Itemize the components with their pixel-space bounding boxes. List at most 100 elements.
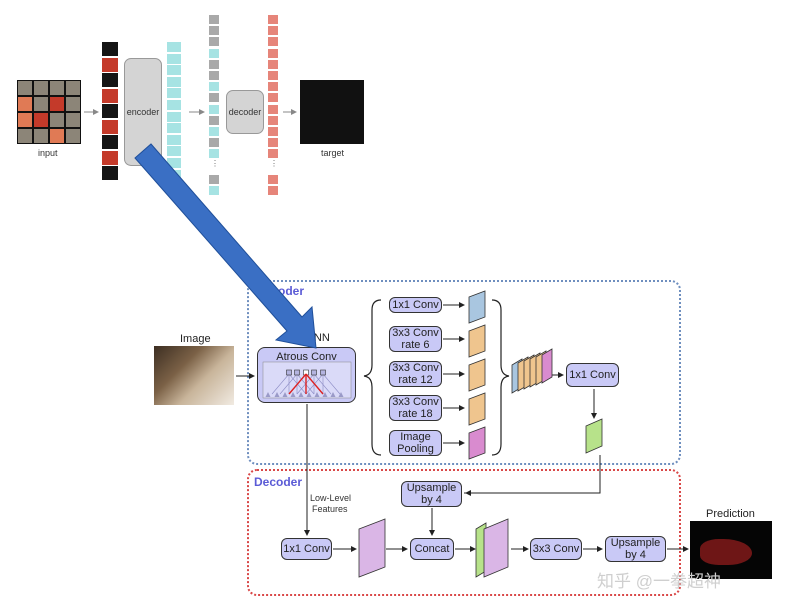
prediction-map <box>690 521 772 579</box>
upsample-second-line1: Upsample <box>610 537 661 549</box>
atrous-input-node <box>322 392 328 397</box>
branch-label-line: 3x3 Conv <box>392 362 439 374</box>
mixed-token <box>209 174 219 184</box>
atrous-input-node <box>274 392 280 397</box>
output-token <box>268 174 278 184</box>
mixed-token <box>209 15 219 24</box>
atrous-plane <box>262 361 352 399</box>
feature-map-rate18 <box>468 392 486 426</box>
patch-tile <box>102 150 118 165</box>
atrous-output-node <box>286 369 292 376</box>
input-patch <box>50 113 64 127</box>
patch-tile <box>102 166 118 180</box>
prediction-segment <box>700 539 752 565</box>
encoded-token <box>167 76 181 87</box>
atrous-input-node <box>330 392 336 397</box>
patch-tile <box>102 104 118 118</box>
feature-map-pooling <box>468 426 486 460</box>
input-patch <box>66 113 80 127</box>
cat-photo <box>154 346 234 405</box>
input-patch <box>50 81 64 95</box>
patch-tile <box>102 57 118 72</box>
encoded-token <box>167 111 181 122</box>
encoded-token <box>167 134 181 145</box>
feature-map-1x1 <box>468 290 486 324</box>
encoder-output-feature <box>585 418 603 454</box>
input-patch <box>34 81 48 95</box>
mixed-token <box>209 71 219 80</box>
output-token <box>268 138 278 148</box>
atrous-input-node <box>282 392 288 397</box>
output-token <box>268 48 278 58</box>
input-patch <box>66 129 80 143</box>
atrous-output-node <box>294 369 300 376</box>
encoder-panel <box>247 280 681 465</box>
atrous-input-node <box>265 392 271 397</box>
branch-label-line: rate 18 <box>398 408 433 420</box>
mixed-token <box>209 185 219 195</box>
token-ellipsis: ⋮ <box>270 158 278 168</box>
output-token <box>268 59 278 69</box>
encoded-token <box>167 53 181 64</box>
patch-tile <box>102 42 118 56</box>
encoded-token <box>167 123 181 134</box>
feature-map-rate12 <box>468 358 486 392</box>
atrous-link <box>279 373 298 395</box>
branch-label-line: 3x3 Conv <box>392 327 439 339</box>
input-patch <box>50 129 64 143</box>
branch-label-line: Image <box>400 431 431 443</box>
input-patch <box>34 113 48 127</box>
output-token <box>268 115 278 125</box>
patch-tile <box>102 135 118 149</box>
merge-1x1-conv: 1x1 Conv <box>566 363 619 387</box>
output-token <box>268 15 278 24</box>
branch-label-line: rate 6 <box>401 339 430 351</box>
input-patch <box>18 113 32 127</box>
token-ellipsis: ⋮ <box>211 158 219 168</box>
atrous-input-node <box>306 392 312 397</box>
output-token <box>268 37 278 47</box>
patch-tile <box>102 88 118 103</box>
target-label: target <box>321 148 345 158</box>
output-tokens: ⋮ <box>268 15 278 210</box>
big-blue-arrow <box>134 143 317 349</box>
watermark: 知乎 @一拳超神 <box>597 572 721 591</box>
atrous-input-node <box>314 392 320 397</box>
decoder-block: decoder <box>226 90 264 134</box>
right-brace <box>491 299 510 456</box>
upsample-by4-first: Upsample by 4 <box>401 481 462 507</box>
output-token <box>268 149 278 159</box>
upsample-by4-second: Upsample by 4 <box>605 536 666 562</box>
output-token <box>268 127 278 136</box>
input-patch <box>66 97 80 111</box>
decoder-3x3-conv: 3x3 Conv <box>530 538 582 560</box>
encoded-token <box>167 146 181 157</box>
atrous-conv-label: Atrous Conv <box>276 351 337 363</box>
output-token <box>268 26 278 36</box>
input-grid-overlay <box>17 80 81 144</box>
mixed-tokens: ⋮ <box>209 15 219 210</box>
atrous-link <box>322 373 341 395</box>
feature-map-rate6 <box>468 324 486 358</box>
mixed-token <box>209 127 219 136</box>
concat-stack-slice <box>541 348 553 384</box>
patch-column <box>102 42 118 182</box>
branch-1x1: 1x1 Conv <box>389 297 442 313</box>
decoder-panel <box>247 469 681 596</box>
atrous-input-node <box>298 392 304 397</box>
input-patch <box>18 129 32 143</box>
image-label: Image <box>180 333 211 345</box>
patch-tile <box>102 119 118 134</box>
patch-tile <box>102 73 118 87</box>
input-patch <box>66 81 80 95</box>
input-patch <box>18 81 32 95</box>
mixed-token <box>209 104 219 114</box>
mixed-token <box>209 115 219 125</box>
upsample-second-line2: by 4 <box>625 549 646 561</box>
low-level-label-2: Features <box>312 504 348 514</box>
